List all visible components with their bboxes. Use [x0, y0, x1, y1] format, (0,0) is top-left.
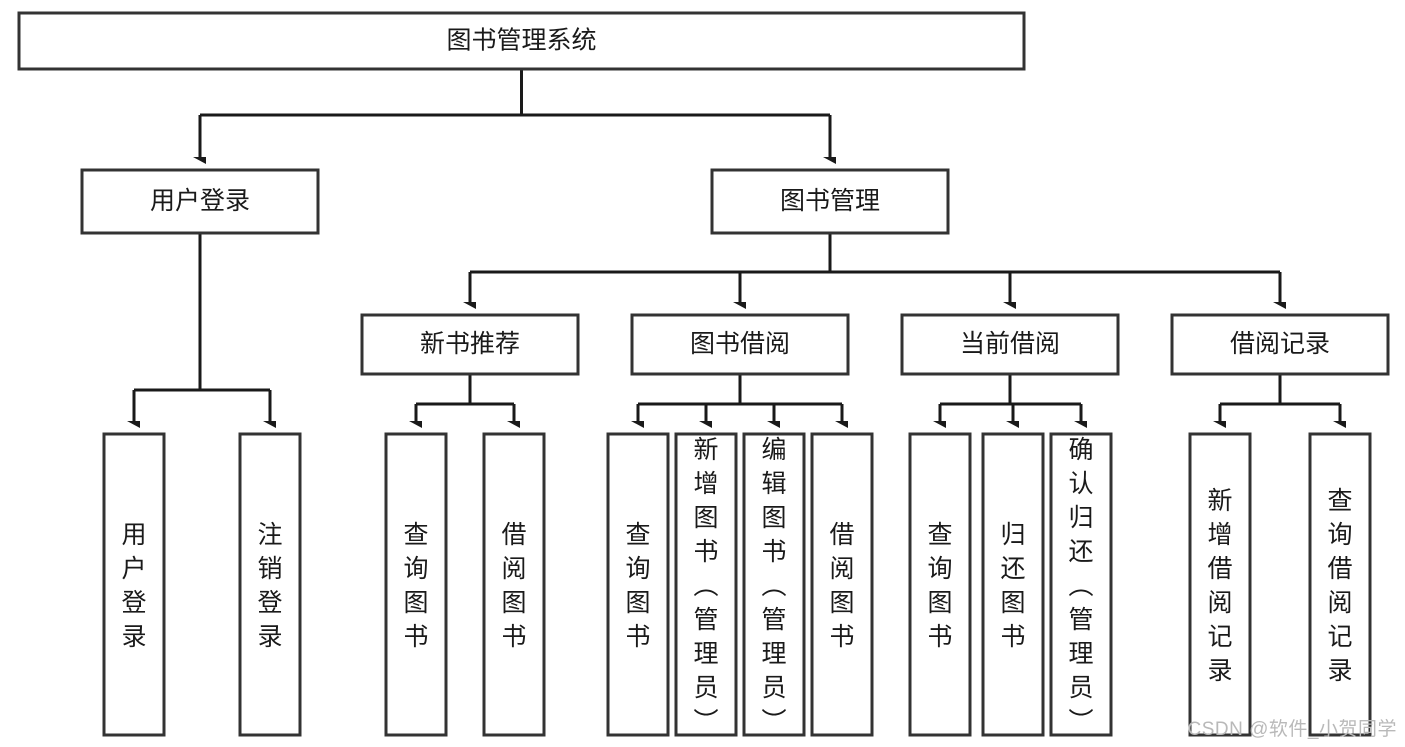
node-box-leaf-add-book[interactable] — [674, 432, 738, 737]
node-box-leaf-edit-book[interactable] — [742, 432, 806, 737]
node-root[interactable]: 图书管理系统 — [17, 11, 1026, 71]
connector-userlogin-to-leaves — [134, 233, 270, 421]
node-boxes: 图书管理系统用户登录图书管理新书推荐图书借阅当前借阅借阅记录用户登录注销登录查询… — [17, 11, 1390, 737]
node-label-leaf-borrow-book-1: 借阅图书 — [501, 521, 526, 651]
node-leaf-add-record[interactable]: 新增借阅记录 — [1188, 432, 1252, 737]
connector-bookmanage-to-level3 — [470, 233, 1280, 302]
node-box-book-manage[interactable] — [710, 168, 950, 235]
csdn-watermark: CSDN @软件_小贺同学 — [1187, 719, 1397, 740]
node-label-borrow-record: 借阅记录 — [1230, 330, 1330, 358]
node-label-leaf-return-book: 归还图书 — [1000, 521, 1025, 651]
node-box-book-borrow[interactable] — [630, 313, 850, 376]
node-leaf-borrow-book-1[interactable]: 借阅图书 — [482, 432, 546, 737]
node-box-root[interactable] — [17, 11, 1026, 71]
node-box-leaf-return-book[interactable] — [981, 432, 1045, 737]
node-leaf-edit-book[interactable]: 编辑图书︵管理员︶ — [742, 432, 806, 737]
node-leaf-user-login[interactable]: 用户登录 — [102, 432, 166, 737]
connector-current-to-leaves — [940, 374, 1081, 421]
node-label-leaf-add-record: 新增借阅记录 — [1207, 487, 1232, 685]
node-leaf-query-record[interactable]: 查询借阅记录 — [1308, 432, 1372, 737]
node-label-leaf-edit-book: 编辑图书︵管理员︶ — [761, 436, 786, 736]
node-box-borrow-record[interactable] — [1170, 313, 1390, 376]
node-box-leaf-query-book-2[interactable] — [606, 432, 670, 737]
node-current-borrow[interactable]: 当前借阅 — [900, 313, 1120, 376]
node-box-leaf-add-record[interactable] — [1188, 432, 1252, 737]
node-label-leaf-borrow-book-2: 借阅图书 — [829, 521, 854, 651]
node-box-user-login[interactable] — [80, 168, 320, 235]
node-label-leaf-query-book-1: 查询图书 — [403, 521, 428, 651]
node-label-root: 图书管理系统 — [446, 27, 596, 55]
connector-recommend-to-leaves — [416, 374, 514, 421]
node-label-leaf-query-book-2: 查询图书 — [625, 521, 650, 651]
node-label-new-book-recommend: 新书推荐 — [420, 330, 520, 358]
node-leaf-query-book-2[interactable]: 查询图书 — [606, 432, 670, 737]
node-box-new-book-recommend[interactable] — [360, 313, 580, 376]
node-box-leaf-query-record[interactable] — [1308, 432, 1372, 737]
connector-root-to-level2 — [200, 69, 830, 157]
node-box-leaf-query-book-3[interactable] — [908, 432, 972, 737]
node-label-book-manage: 图书管理 — [780, 187, 880, 215]
node-leaf-query-book-3[interactable]: 查询图书 — [908, 432, 972, 737]
connector-record-to-leaves — [1220, 374, 1340, 421]
node-label-leaf-query-record: 查询借阅记录 — [1327, 487, 1352, 685]
node-label-leaf-logout: 注销登录 — [257, 521, 282, 651]
node-leaf-logout[interactable]: 注销登录 — [238, 432, 302, 737]
connector-borrow-to-leaves — [638, 374, 842, 421]
node-box-leaf-borrow-book-2[interactable] — [810, 432, 874, 737]
node-box-leaf-borrow-book-1[interactable] — [482, 432, 546, 737]
node-leaf-confirm-return[interactable]: 确认归还︵管理员︶ — [1049, 432, 1113, 737]
node-box-leaf-user-login[interactable] — [102, 432, 166, 737]
connector-edges — [134, 69, 1340, 421]
node-label-book-borrow: 图书借阅 — [690, 330, 790, 358]
node-label-leaf-confirm-return: 确认归还︵管理员︶ — [1068, 436, 1093, 736]
node-box-leaf-confirm-return[interactable] — [1049, 432, 1113, 737]
node-box-leaf-query-book-1[interactable] — [384, 432, 448, 737]
node-book-manage[interactable]: 图书管理 — [710, 168, 950, 235]
node-leaf-add-book[interactable]: 新增图书︵管理员︶ — [674, 432, 738, 737]
node-book-borrow[interactable]: 图书借阅 — [630, 313, 850, 376]
node-label-current-borrow: 当前借阅 — [960, 330, 1060, 358]
node-leaf-query-book-1[interactable]: 查询图书 — [384, 432, 448, 737]
node-leaf-borrow-book-2[interactable]: 借阅图书 — [810, 432, 874, 737]
node-label-leaf-add-book: 新增图书︵管理员︶ — [693, 436, 718, 736]
node-borrow-record[interactable]: 借阅记录 — [1170, 313, 1390, 376]
node-label-leaf-query-book-3: 查询图书 — [927, 521, 952, 651]
node-box-leaf-logout[interactable] — [238, 432, 302, 737]
node-label-leaf-user-login: 用户登录 — [121, 521, 146, 651]
node-box-current-borrow[interactable] — [900, 313, 1120, 376]
node-leaf-return-book[interactable]: 归还图书 — [981, 432, 1045, 737]
node-user-login[interactable]: 用户登录 — [80, 168, 320, 235]
node-label-user-login: 用户登录 — [150, 187, 250, 215]
node-new-book-recommend[interactable]: 新书推荐 — [360, 313, 580, 376]
